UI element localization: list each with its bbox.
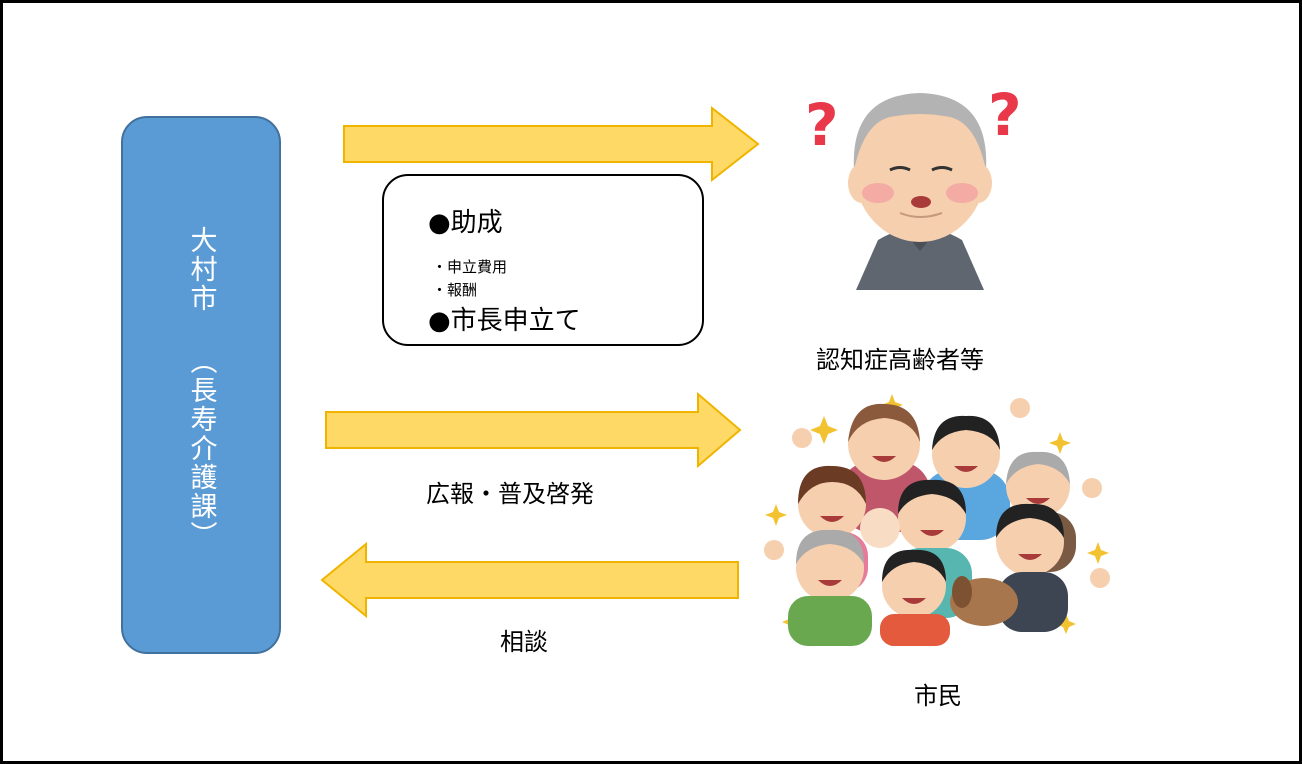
consultation-caption: 相談: [500, 628, 548, 656]
arrow-to-elderly: [343, 105, 760, 183]
city-office-label: 大村市 ︵長寿介護課︶: [123, 226, 279, 550]
support-box: ●助成 ・申立費用 ・報酬 ●市長申立て: [382, 174, 704, 346]
subsidy-heading: ●助成: [428, 208, 503, 238]
confused-elderly-illustration: ? ?: [805, 81, 1022, 290]
svg-text:?: ?: [988, 81, 1022, 149]
citizens-caption: 市民: [914, 682, 962, 710]
svg-text:?: ?: [805, 91, 839, 159]
cheering-citizens-illustration: [764, 394, 1110, 646]
arrow-from-citizens: [320, 541, 739, 619]
arrow-to-citizens: [325, 391, 742, 469]
elderly-caption: 認知症高齢者等: [816, 346, 984, 374]
publicity-caption: 広報・普及啓発: [426, 480, 594, 508]
city-office-box: 大村市 ︵長寿介護課︶: [121, 116, 281, 654]
mayor-petition-heading: ●市長申立て: [428, 306, 581, 336]
city-name: 大村市: [185, 226, 217, 313]
city-department: ︵長寿介護課︶: [185, 347, 217, 550]
subsidy-item-filing-fee: ・申立費用: [432, 258, 508, 276]
subsidy-item-remuneration: ・報酬: [432, 281, 478, 299]
